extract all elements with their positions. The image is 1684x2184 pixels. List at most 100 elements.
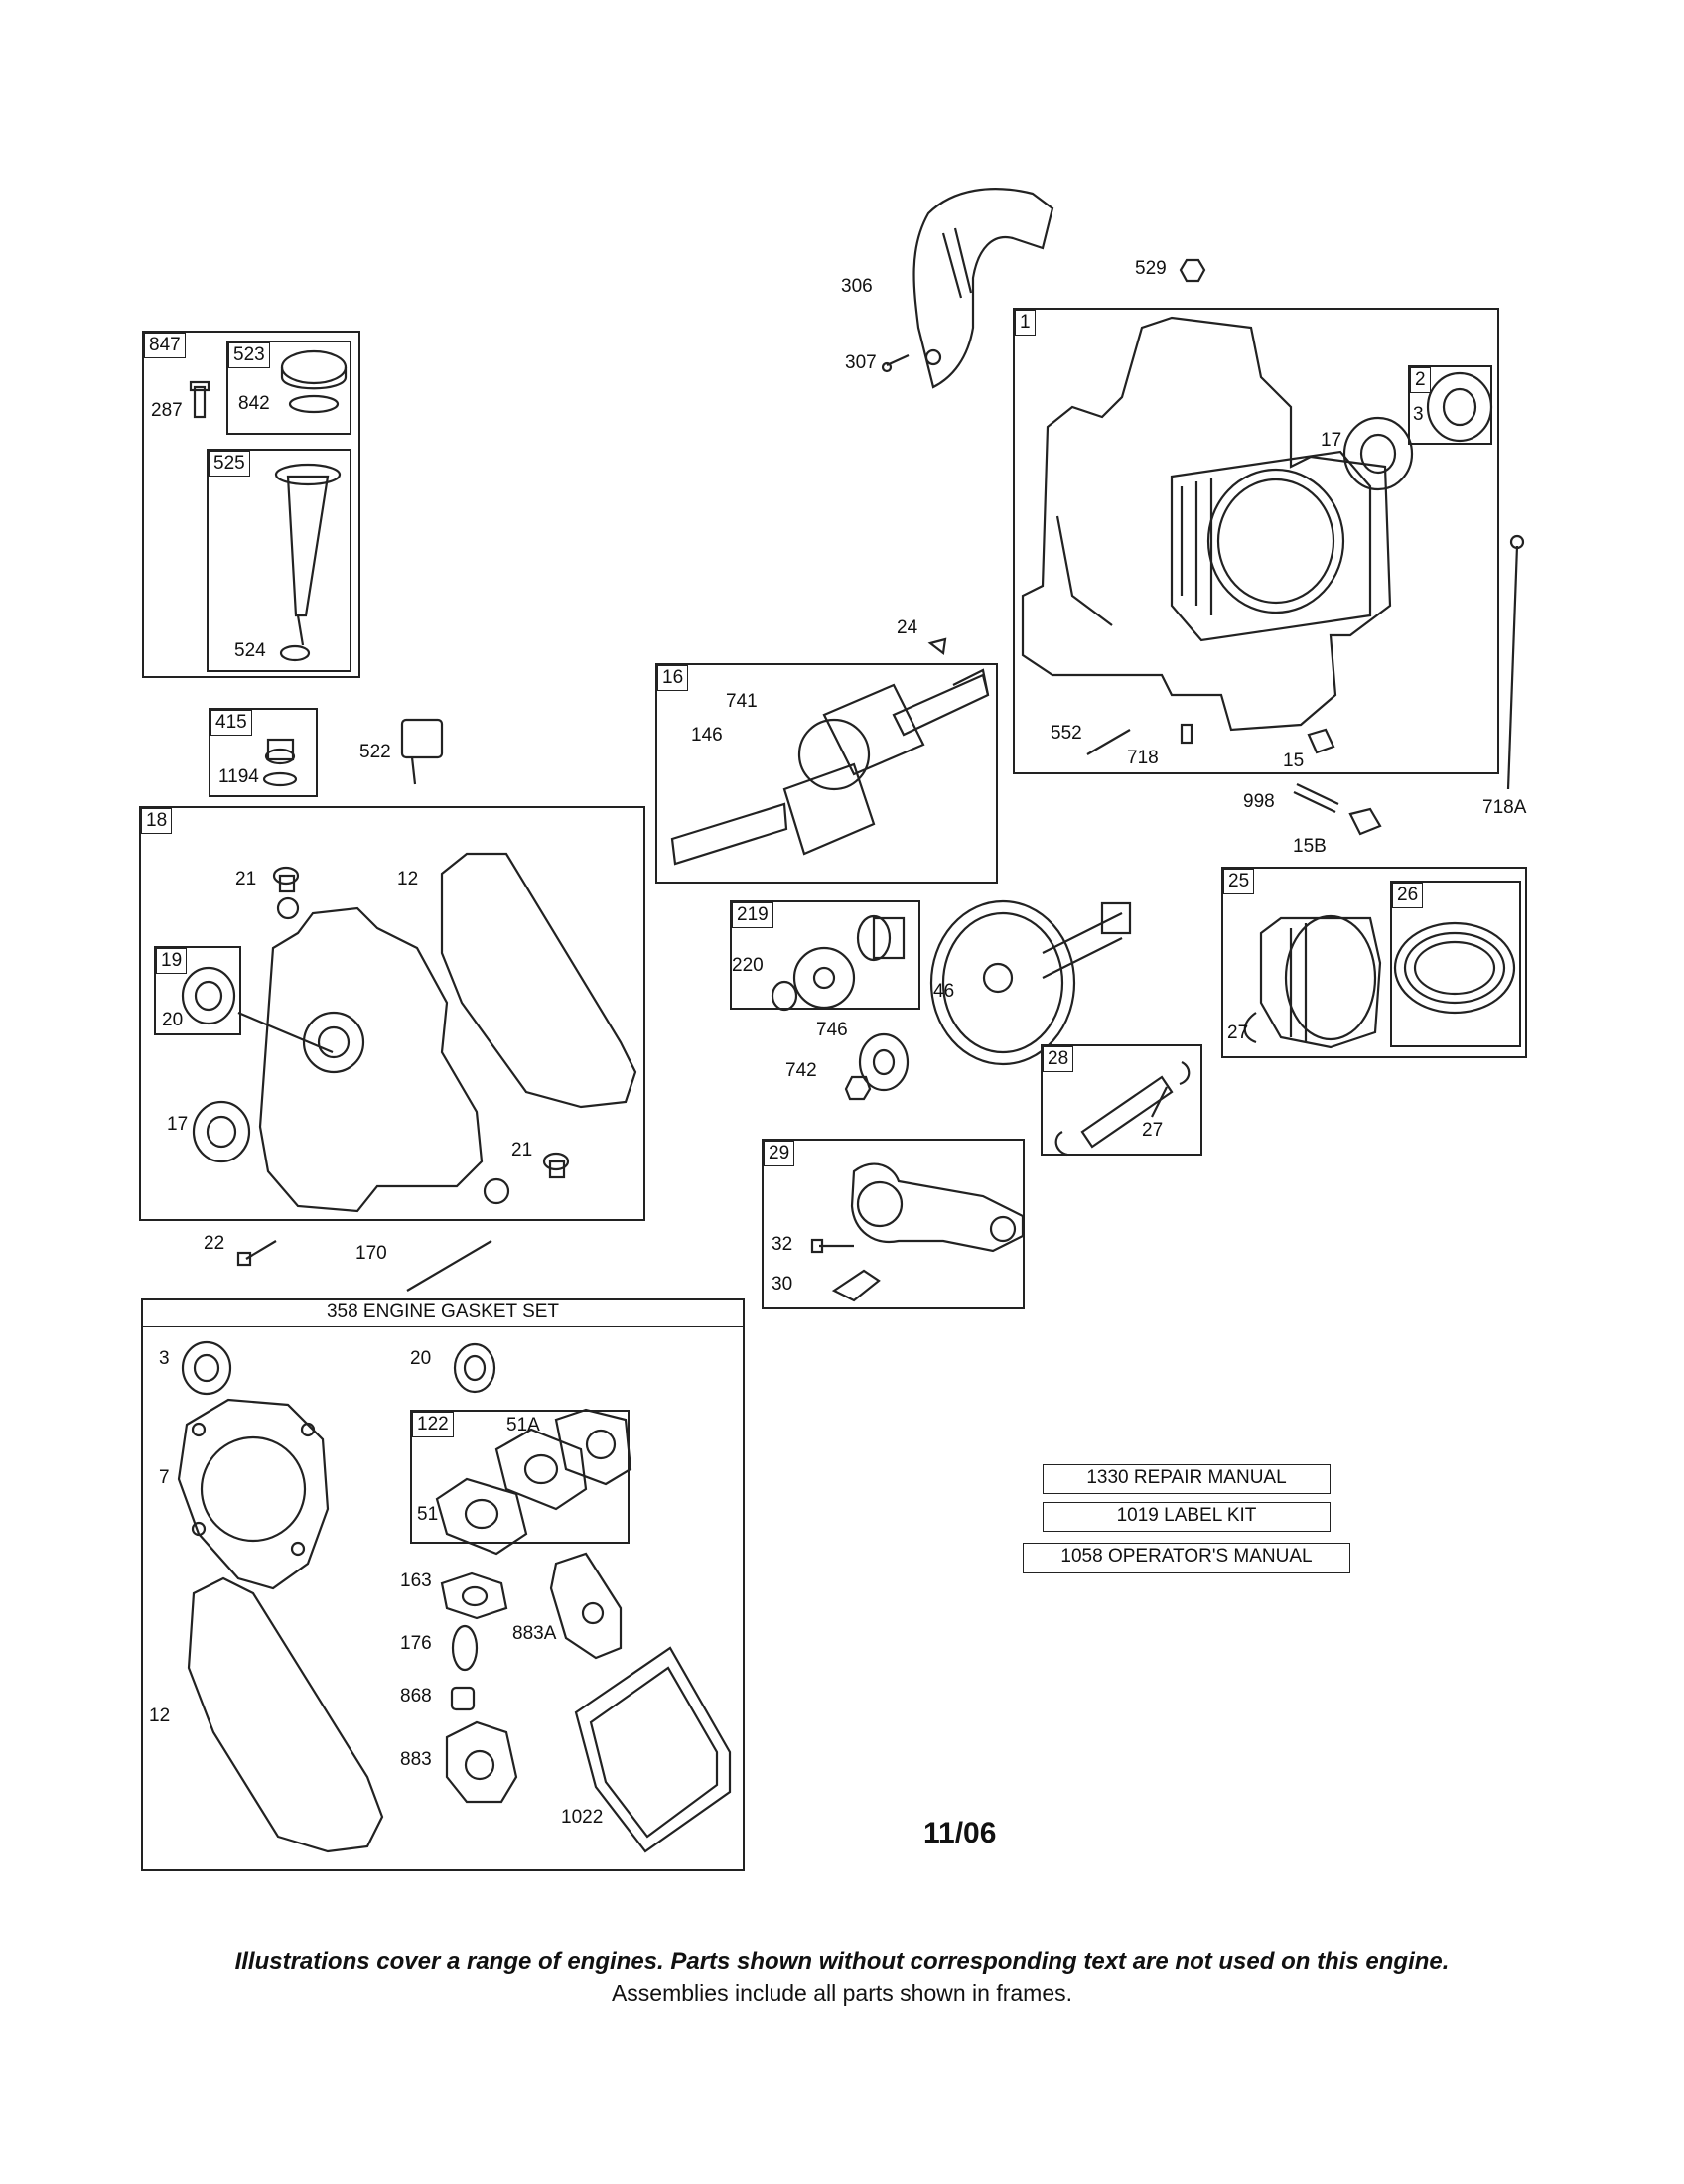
ref-26: 26 xyxy=(1392,883,1424,908)
ref-122: 122 xyxy=(412,1412,454,1437)
ref-742: 742 xyxy=(785,1060,817,1081)
ref-15: 15 xyxy=(1283,751,1305,771)
pin-552 xyxy=(1086,729,1131,755)
ref-883a: 883A xyxy=(512,1623,557,1644)
ref-20-gasket-set: 20 xyxy=(410,1348,432,1369)
ref-146: 146 xyxy=(691,725,723,746)
seal-20-gasket-set xyxy=(453,1342,496,1394)
ref-718: 718 xyxy=(1127,748,1159,768)
crankcase-cover-18 xyxy=(258,896,510,1213)
ref-32: 32 xyxy=(772,1234,793,1255)
head-gasket-7 xyxy=(177,1398,330,1590)
dipstick-718a xyxy=(1506,534,1525,790)
frame-19-seal xyxy=(154,946,241,1035)
label-kit: 1019 LABEL KIT xyxy=(1043,1502,1331,1532)
dowel-718 xyxy=(1180,723,1193,745)
frame-525-tube xyxy=(207,449,351,672)
ref-24: 24 xyxy=(897,617,918,638)
frame-1-cylinder-assembly xyxy=(1013,308,1499,774)
ref-15b: 15B xyxy=(1293,836,1327,857)
gasket-12-cover xyxy=(440,852,637,1109)
ref-220: 220 xyxy=(732,955,764,976)
ref-22: 22 xyxy=(204,1233,225,1254)
ref-522: 522 xyxy=(359,742,391,762)
ref-176: 176 xyxy=(400,1633,432,1654)
operators-manual-kit: 1058 OPERATOR'S MANUAL xyxy=(1023,1543,1350,1573)
ref-170: 170 xyxy=(355,1243,387,1264)
piston-25 xyxy=(1259,914,1382,1049)
ref-17-block: 17 xyxy=(1321,430,1342,451)
breather-998 xyxy=(1293,783,1339,813)
ref-30: 30 xyxy=(772,1274,793,1295)
ref-287: 287 xyxy=(151,400,183,421)
gasket-883 xyxy=(445,1720,518,1804)
ref-51a: 51A xyxy=(506,1415,540,1435)
stud-170 xyxy=(406,1240,492,1292)
ref-21-top: 21 xyxy=(235,869,257,889)
ref-46: 46 xyxy=(933,981,955,1002)
ref-307: 307 xyxy=(845,352,877,373)
ref-7: 7 xyxy=(159,1467,170,1488)
piston-pin-28 xyxy=(1080,1075,1174,1149)
frame-358-gasket-set xyxy=(141,1298,745,1871)
ref-552: 552 xyxy=(1051,723,1082,744)
ref-27-pin: 27 xyxy=(1142,1120,1164,1141)
retainer-27-a xyxy=(1243,1012,1257,1044)
seal-3-gasket-set xyxy=(181,1340,232,1396)
plug-15b xyxy=(1348,807,1382,836)
frame-28-pin xyxy=(1041,1044,1202,1156)
frame-122-intake-gaskets xyxy=(410,1410,630,1544)
frame-26-rings xyxy=(1390,881,1521,1047)
frame-219-governor xyxy=(730,900,920,1010)
frame-415-plug xyxy=(209,708,318,797)
key-522 xyxy=(400,718,444,785)
ref-20-cover: 20 xyxy=(162,1010,184,1030)
footer-assemblies: Assemblies include all parts shown in fr… xyxy=(611,1980,1073,2006)
ref-29: 29 xyxy=(764,1141,795,1166)
ref-21-bottom: 21 xyxy=(511,1140,533,1160)
valve-cover-gasket-1022 xyxy=(574,1646,732,1853)
ref-2: 2 xyxy=(1410,367,1431,393)
gear-746 xyxy=(858,1032,910,1092)
ref-523: 523 xyxy=(228,342,270,368)
gasket-set-title: 358 ENGINE GASKET SET xyxy=(141,1298,745,1327)
ref-1: 1 xyxy=(1015,310,1036,336)
ref-3-gasket-set: 3 xyxy=(159,1348,170,1369)
connecting-rod-29 xyxy=(850,1162,1025,1253)
o-ring-176 xyxy=(451,1624,479,1672)
blower-bracket-306 xyxy=(912,188,1054,389)
screw-287 xyxy=(189,380,210,419)
ref-718a: 718A xyxy=(1482,797,1527,818)
ref-842: 842 xyxy=(238,393,270,414)
ref-19: 19 xyxy=(156,948,188,974)
nut-742 xyxy=(844,1075,872,1101)
drain-plug-1194 xyxy=(262,738,298,787)
ref-12-cover: 12 xyxy=(397,869,419,889)
camshaft-46 xyxy=(929,899,1132,1066)
ref-746: 746 xyxy=(816,1020,848,1040)
ref-847: 847 xyxy=(144,333,186,358)
bolt-32 xyxy=(810,1238,854,1254)
bearing-17-cover xyxy=(192,1100,251,1163)
o-ring-524 xyxy=(279,644,311,662)
frame-18-crankcase-cover xyxy=(139,806,645,1221)
ref-25: 25 xyxy=(1223,869,1255,894)
repair-manual-kit: 1330 REPAIR MANUAL xyxy=(1043,1464,1331,1494)
gasket-163 xyxy=(440,1571,508,1620)
fitting-15 xyxy=(1307,728,1335,754)
screw-307 xyxy=(881,353,910,373)
crankshaft-16 xyxy=(670,668,990,866)
ref-868: 868 xyxy=(400,1686,432,1706)
ref-529: 529 xyxy=(1135,258,1167,279)
ref-883: 883 xyxy=(400,1749,432,1770)
footer-note: Illustrations cover a range of engines. … xyxy=(234,1948,1450,1975)
ref-51: 51 xyxy=(417,1504,439,1525)
fitting-21-bottom xyxy=(542,1152,570,1179)
fill-tube-525 xyxy=(274,463,342,646)
ref-998: 998 xyxy=(1243,791,1275,812)
ref-28: 28 xyxy=(1043,1046,1074,1072)
piston-rings-26 xyxy=(1393,921,1516,1015)
ref-12-gasket-set: 12 xyxy=(149,1706,171,1726)
